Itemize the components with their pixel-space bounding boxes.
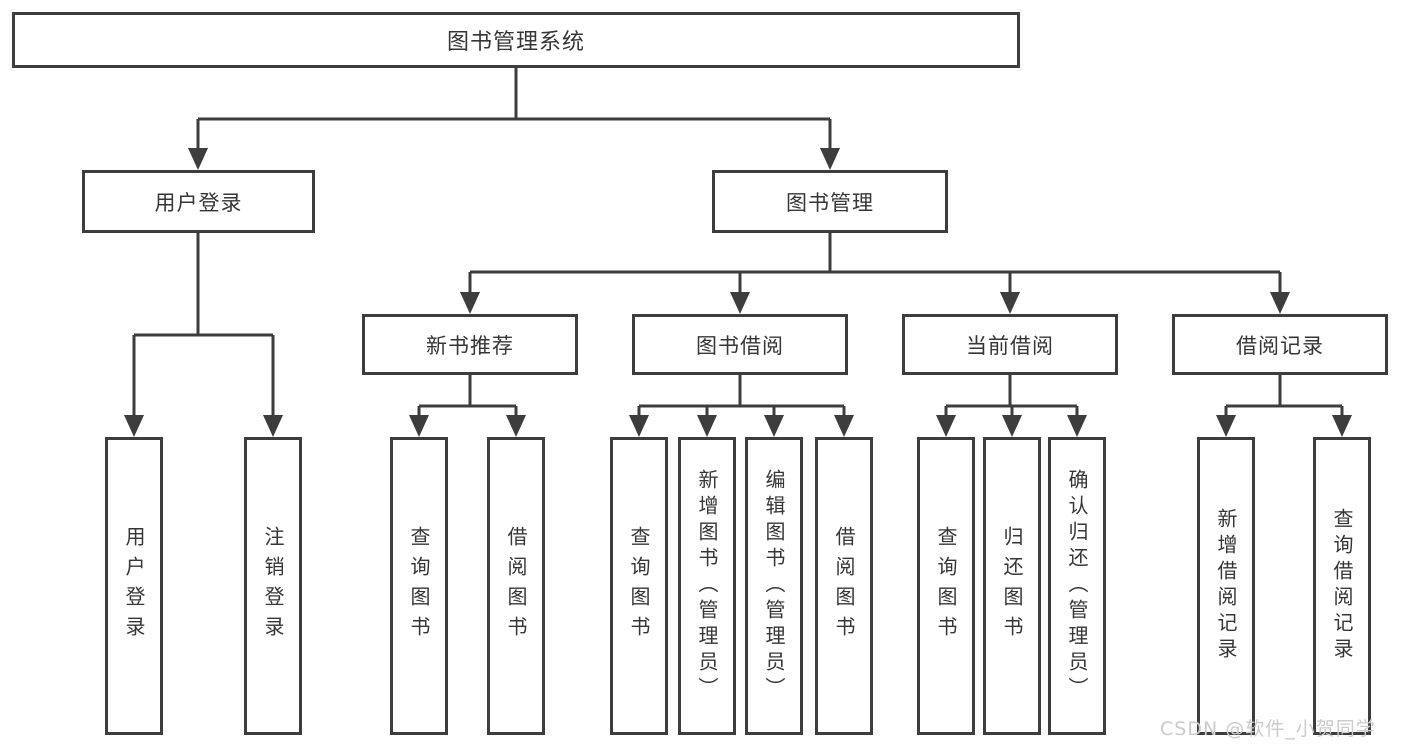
leaf-node-query-borrow-record: 查询借阅记录 xyxy=(1313,437,1371,735)
node-borrowing-records: 借阅记录 xyxy=(1172,314,1388,375)
node-root-library-system: 图书管理系统 xyxy=(12,12,1020,68)
node-book-management: 图书管理 xyxy=(712,170,948,233)
node-current-borrowing: 当前借阅 xyxy=(902,314,1118,375)
leaf-node-query-books-borrow: 查询图书 xyxy=(610,437,668,735)
leaf-node-borrow-books-recommend: 借阅图书 xyxy=(487,437,545,735)
leaf-node-query-books-recommend: 查询图书 xyxy=(390,437,448,735)
leaf-node-add-borrow-record: 新增借阅记录 xyxy=(1197,437,1255,735)
leaf-node-query-books-current: 查询图书 xyxy=(917,437,975,735)
csdn-watermark: CSDN @软件_小贺同学 xyxy=(1160,718,1376,740)
leaf-node-user-login: 用户登录 xyxy=(105,437,163,735)
leaf-node-edit-book-admin: 编辑图书（管理员） xyxy=(745,437,803,735)
node-book-borrowing: 图书借阅 xyxy=(632,314,848,375)
leaf-node-borrow-books: 借阅图书 xyxy=(815,437,873,735)
leaf-node-logout: 注销登录 xyxy=(244,437,302,735)
node-user-login: 用户登录 xyxy=(82,170,315,233)
leaf-node-confirm-return-admin: 确认归还（管理员） xyxy=(1048,437,1106,735)
arrowheads xyxy=(124,148,1352,437)
leaf-node-add-book-admin: 新增图书（管理员） xyxy=(678,437,736,735)
node-new-book-recommendation: 新书推荐 xyxy=(362,314,578,375)
leaf-node-return-book: 归还图书 xyxy=(983,437,1041,735)
